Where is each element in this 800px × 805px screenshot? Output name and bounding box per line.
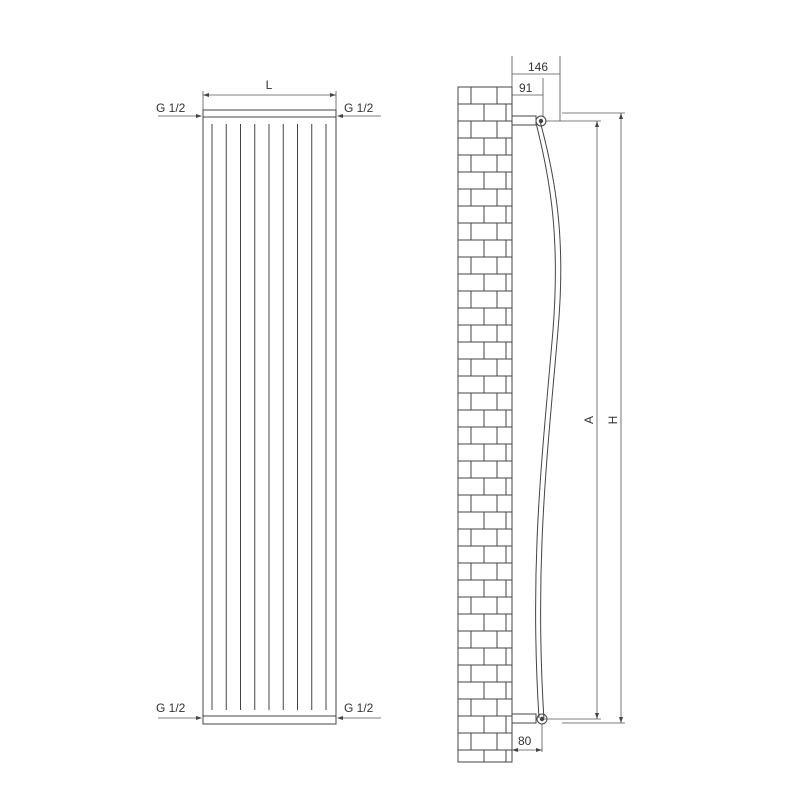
connection-arrow-bottom-left	[196, 716, 202, 720]
depth-panel-label: 91	[519, 81, 533, 95]
connection-arrow-top-right	[337, 114, 343, 118]
height-arrow-bottom	[619, 717, 623, 723]
vertical-grooves	[211, 124, 327, 710]
wall-offset-label: 80	[518, 734, 532, 748]
wall-offset-arrow-right	[536, 748, 542, 752]
bottom-connection-node-core	[539, 716, 545, 722]
center-distance-label: A	[582, 416, 596, 424]
radiator-profile-outer	[539, 120, 562, 721]
depth-total-label: 146	[528, 60, 548, 74]
height-label: H	[606, 416, 620, 425]
front-view: L G 1/2 G 1/2 G 1/2 G 1/2	[156, 78, 381, 725]
brick-wall-outline	[457, 86, 513, 763]
wall-offset-arrow-left	[512, 748, 518, 752]
width-label: L	[266, 78, 273, 92]
center-distance-arrow-bottom	[595, 713, 599, 719]
bottom-wall-bracket	[511, 713, 537, 724]
connection-label-top-left: G 1/2	[156, 101, 186, 115]
top-wall-bracket	[511, 115, 537, 126]
top-connection-node-core	[538, 118, 544, 124]
radiator-profile-inner	[535, 122, 556, 719]
center-distance-arrow-top	[595, 121, 599, 127]
connection-label-bottom-left: G 1/2	[156, 701, 186, 715]
width-arrow-left	[203, 93, 209, 97]
connection-arrow-bottom-right	[337, 716, 343, 720]
brick-wall-pattern	[458, 87, 512, 762]
height-arrow-top	[619, 113, 623, 119]
side-view: 146 91 80 A H	[457, 56, 625, 763]
connection-arrow-top-left	[196, 114, 202, 118]
width-arrow-right	[330, 93, 336, 97]
connection-label-bottom-right: G 1/2	[344, 701, 374, 715]
radiator-panel-outline	[202, 109, 337, 725]
connection-label-top-right: G 1/2	[344, 101, 374, 115]
